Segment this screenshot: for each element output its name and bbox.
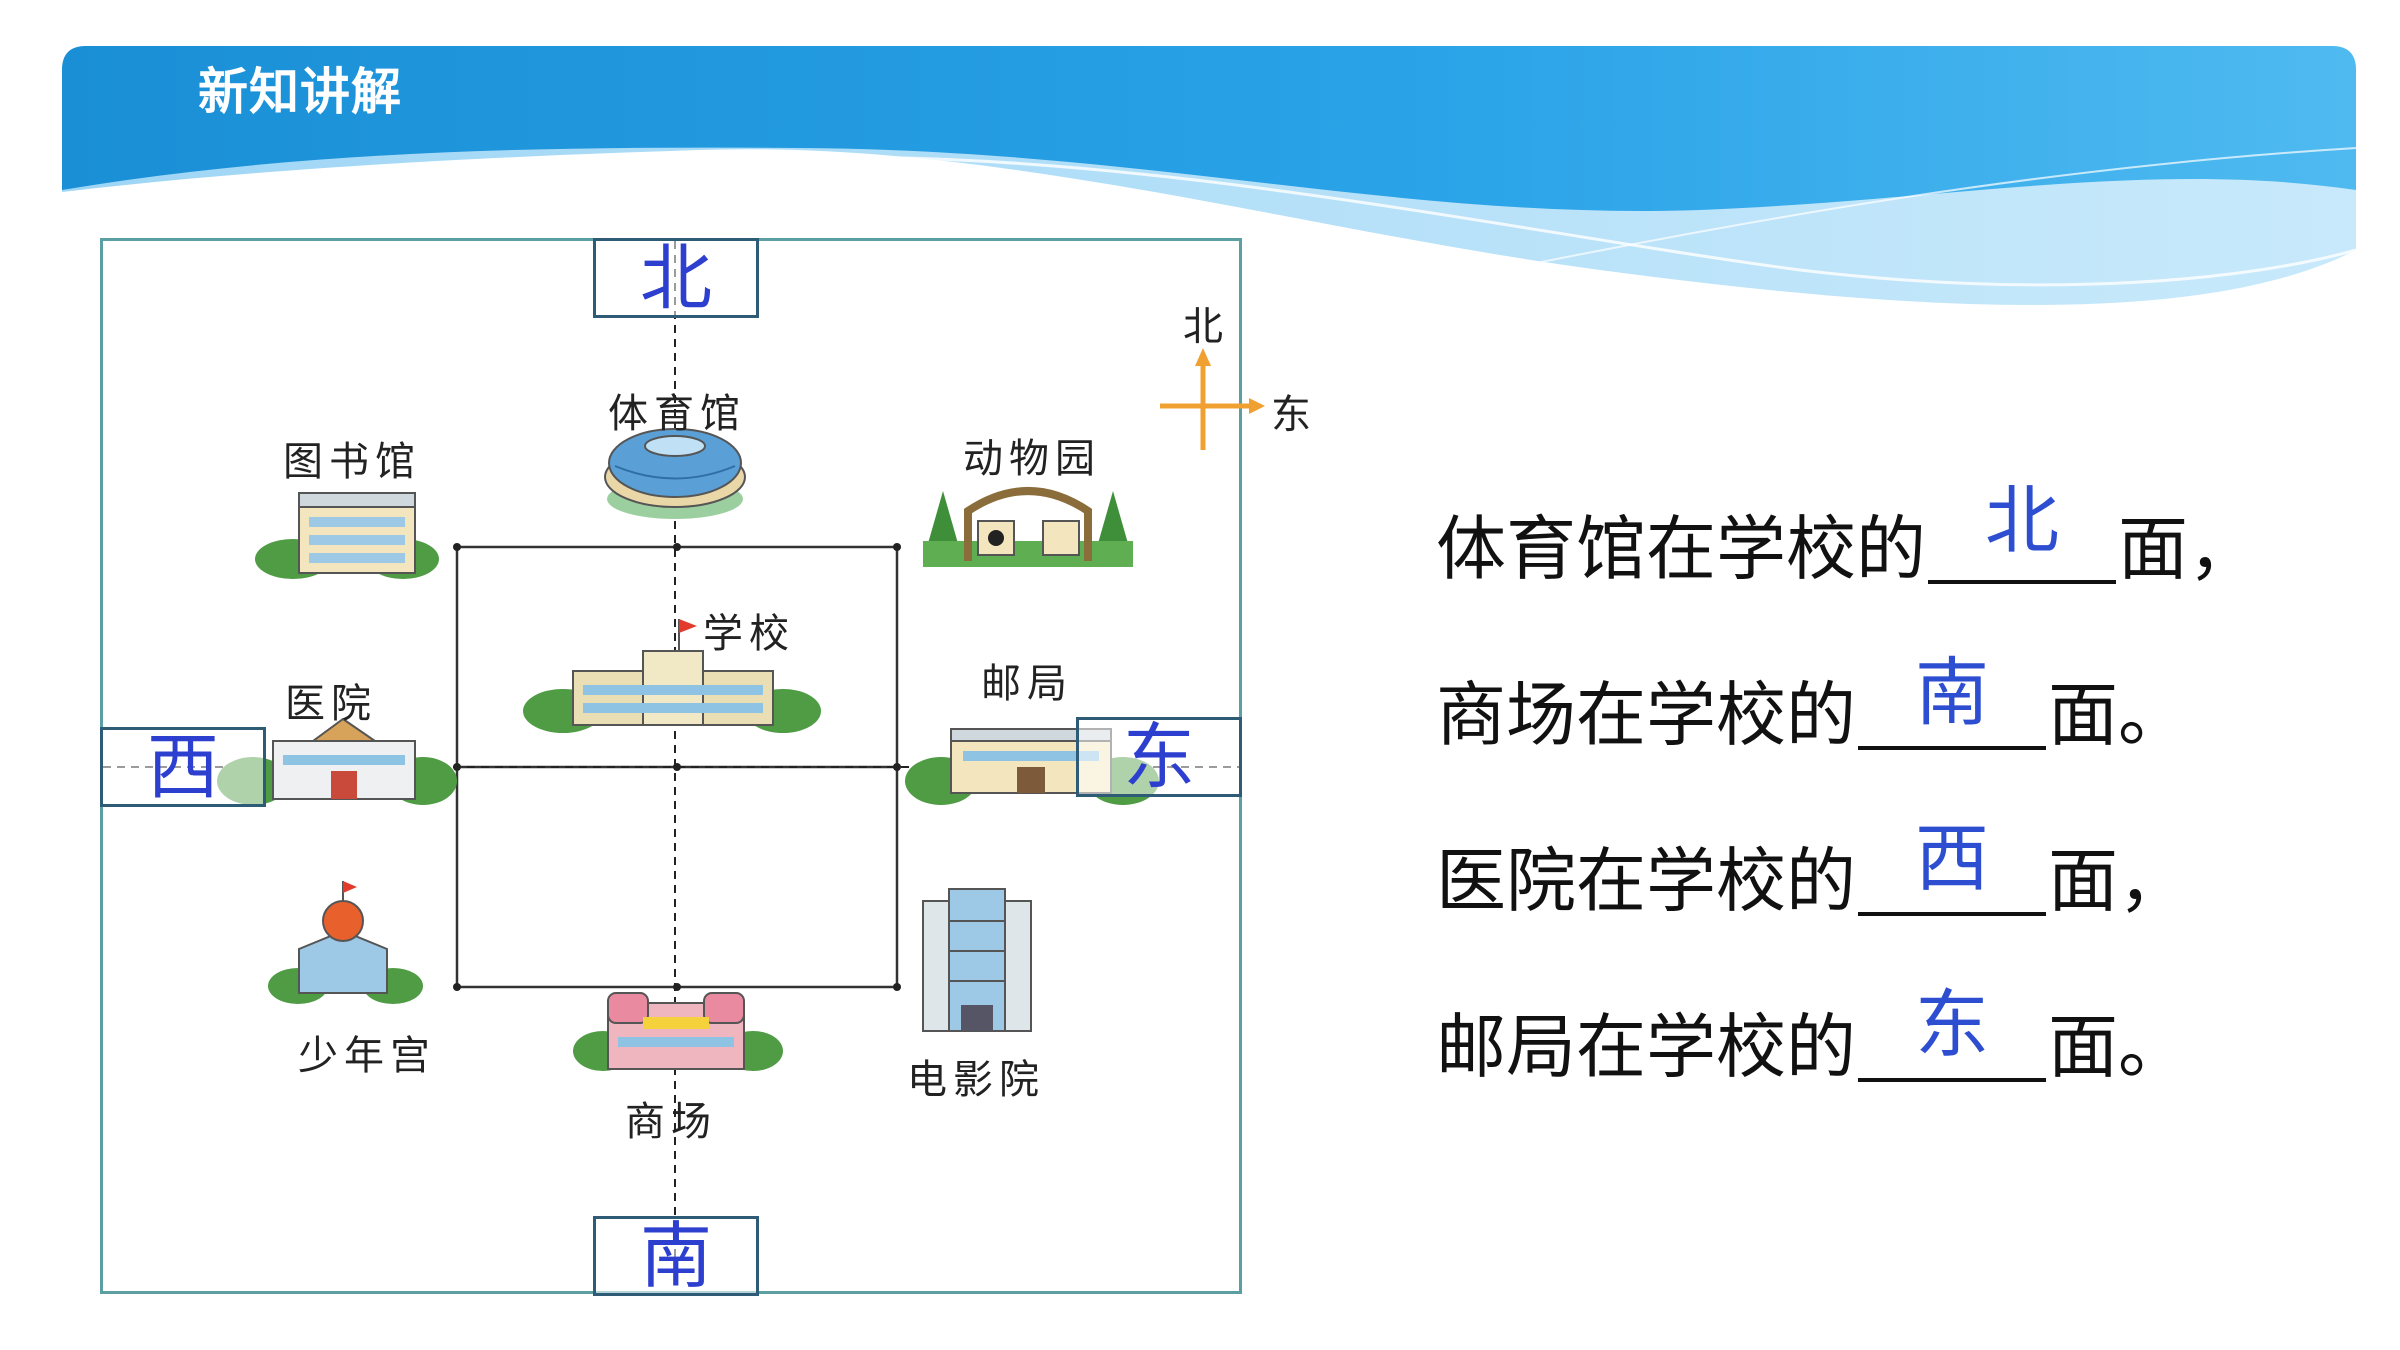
question-1-subject: 体育馆在学校的: [1436, 508, 1926, 590]
question-4: 邮局在学校的 东 面。: [1436, 988, 2188, 1088]
school-building: [523, 619, 821, 733]
question-2-suffix: 面。: [2048, 674, 2188, 756]
question-1-answer: 北: [1985, 478, 2059, 564]
header-wave: [62, 46, 2357, 305]
question-4-answer: 东: [1915, 982, 1989, 1068]
question-2-blank: 南: [1858, 656, 2046, 750]
question-2-subject: 商场在学校的: [1436, 674, 1856, 756]
cinema-building: [922, 888, 1032, 1032]
hospital-building: [217, 717, 457, 805]
mall-building: [573, 992, 783, 1071]
question-3-blank: 西: [1858, 822, 2046, 916]
question-3: 医院在学校的 西 面，: [1436, 822, 2188, 922]
library-building: [255, 492, 439, 579]
question-1: 体育馆在学校的 北 面，: [1436, 484, 2258, 590]
youth-palace-building: [268, 881, 423, 1004]
label-school: 学校: [703, 611, 795, 657]
question-1-suffix: 面，: [2118, 508, 2258, 590]
zoo-building: [923, 487, 1133, 567]
map-drawing: [103, 241, 1239, 1291]
label-stadium: 体育馆: [608, 391, 746, 437]
question-3-suffix: 面，: [2048, 840, 2188, 922]
label-zoo: 动物园: [963, 436, 1101, 482]
question-2: 商场在学校的 南 面。: [1436, 656, 2188, 756]
map-panel: 体育馆 图书馆 动物园 学校 医院 邮局 少年宫 商场 电影院 北 南 西 东: [100, 238, 1242, 1296]
question-4-subject: 邮局在学校的: [1436, 1006, 1856, 1088]
compass-arrow-icon: [1160, 348, 1265, 450]
direction-west-box: 西: [100, 727, 266, 807]
question-3-answer: 西: [1915, 816, 1989, 902]
compass: 北 东: [1155, 300, 1315, 460]
label-cinema: 电影院: [907, 1057, 1045, 1103]
label-youth-palace: 少年宫: [298, 1033, 436, 1079]
question-4-blank: 东: [1858, 988, 2046, 1082]
direction-east-box: 东: [1076, 717, 1242, 797]
stadium-building: [604, 428, 746, 519]
label-library: 图书馆: [283, 439, 421, 485]
label-hospital: 医院: [285, 681, 377, 727]
question-4-suffix: 面。: [2048, 1006, 2188, 1088]
question-1-blank: 北: [1928, 484, 2116, 584]
compass-north-label: 北: [1183, 304, 1223, 350]
header-title: 新知讲解: [198, 63, 402, 121]
direction-south-box: 南: [593, 1216, 759, 1296]
compass-east-label: 东: [1271, 392, 1311, 438]
header-banner: 新知讲解: [0, 0, 2400, 330]
label-mall: 商场: [625, 1099, 717, 1145]
question-2-answer: 南: [1915, 650, 1989, 736]
direction-north-box: 北: [593, 238, 759, 318]
question-3-subject: 医院在学校的: [1436, 840, 1856, 922]
label-post-office: 邮局: [981, 661, 1073, 707]
